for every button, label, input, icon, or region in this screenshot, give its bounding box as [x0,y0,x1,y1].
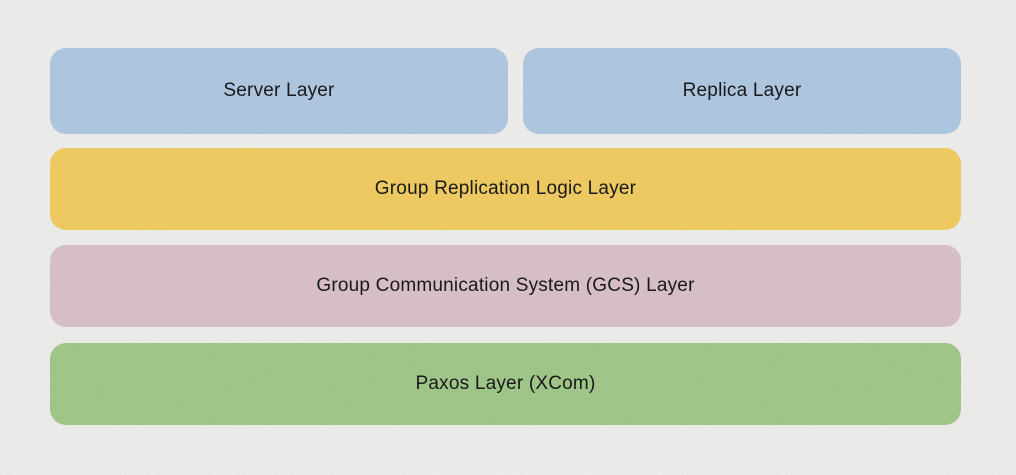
layer-label-group-replication-logic: Group Replication Logic Layer [374,178,637,199]
layer-box-replica: Replica Layer [523,48,961,134]
gcs-row: Group Communication System (GCS) Layer [50,245,961,327]
layer-label-gcs: Group Communication System (GCS) Layer [316,275,695,296]
top-layer-row: Server Layer Replica Layer [50,48,961,134]
paxos-row: Paxos Layer (XCom) [50,343,961,425]
layer-label-paxos: Paxos Layer (XCom) [415,373,596,394]
group-replication-logic-row: Group Replication Logic Layer [50,148,961,230]
layer-label-server: Server Layer [223,80,335,101]
layer-label-replica: Replica Layer [682,80,802,101]
layer-box-group-replication-logic: Group Replication Logic Layer [50,148,961,230]
layer-box-server: Server Layer [50,48,508,134]
layer-box-paxos: Paxos Layer (XCom) [50,343,961,425]
layer-box-gcs: Group Communication System (GCS) Layer [50,245,961,327]
